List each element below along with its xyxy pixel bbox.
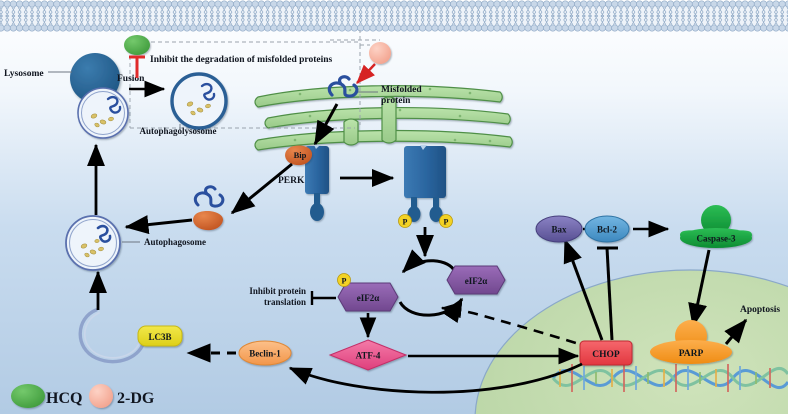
- misfolded-protein-icon: [327, 75, 359, 98]
- 2dg-red-arrow: [356, 63, 376, 84]
- chop-to-bax-arrow: [563, 238, 604, 341]
- legend-hcq-label: HCQ: [46, 390, 82, 407]
- phosphate-label-right: P: [444, 218, 449, 227]
- hcq-inhibit-bar: [129, 55, 145, 78]
- eif2a-phos-label: eIF2α: [357, 293, 380, 303]
- bip-release-arrow: [230, 162, 293, 215]
- phagophore-crescent: [78, 308, 146, 364]
- phosphate-badge-eif2a: P: [337, 273, 351, 287]
- autophagosome-label: Autophagosome: [144, 237, 206, 247]
- perk-dimer: [404, 145, 446, 222]
- phosphate-label-eif2a: P: [342, 277, 347, 286]
- apoptosis-label: Apoptosis: [740, 305, 780, 315]
- eif2a-phosphorylated: eIF2α: [337, 282, 399, 312]
- dna-helix: [551, 364, 788, 392]
- hcq-marker-icon: [11, 384, 45, 408]
- legend-item-hcq: HCQ: [11, 384, 82, 408]
- phosphate-badge-left: P: [398, 214, 412, 228]
- atf4-label: ATF-4: [356, 351, 381, 361]
- chop-node: CHOP: [579, 340, 633, 366]
- autophagolysosome: [170, 72, 228, 130]
- bip-chaperone: Bip: [285, 145, 313, 166]
- lysosome-label: Lysosome: [4, 69, 44, 79]
- 2dg-molecule: [369, 42, 391, 64]
- cargo-to-autophagosome-arrow: [124, 215, 193, 235]
- nucleus: [474, 269, 788, 414]
- lc3b-node: LC3B: [137, 325, 183, 347]
- beclin1-node: Beclin-1: [238, 340, 292, 366]
- parp-node: PARP: [650, 320, 732, 364]
- endoplasmic-reticulum: [254, 85, 513, 151]
- autophagosome: [65, 215, 121, 271]
- inhibit-translation-bar: [310, 291, 336, 305]
- bip-label: Bip: [294, 150, 307, 160]
- inhibit-degradation-label: Inhibit the degradation of misfolded pro…: [150, 55, 332, 65]
- caspase3-label: Caspase-3: [696, 234, 736, 244]
- 2dg-marker-icon: [89, 384, 113, 408]
- inhibit-translation-label-line1: Inhibit protein: [249, 286, 306, 296]
- misfolded-to-bip-arrow: [313, 103, 339, 146]
- fusion-label: Fusion: [117, 74, 145, 84]
- legend-2dg-label: 2-DG: [117, 390, 155, 407]
- eif2a-free-label: eIF2α: [465, 276, 488, 286]
- chop-label: CHOP: [592, 350, 620, 360]
- misfolded-protein-label-line1: Misfolded: [381, 85, 422, 95]
- cargo-misfolded-protein: [193, 185, 225, 231]
- phosphate-label-left: P: [403, 218, 408, 227]
- legend-item-2dg: 2-DG: [89, 384, 155, 408]
- parp-to-apoptosis-arrow: [724, 318, 748, 345]
- chop-to-eif2a-dashed-arrow: [440, 301, 593, 350]
- misfolded-protein-label-line2: protein: [381, 96, 411, 106]
- bax-label: Bax: [551, 225, 567, 235]
- beclin1-label: Beclin-1: [249, 349, 281, 359]
- bcl2-label: Bcl-2: [597, 225, 617, 235]
- parp-label: PARP: [679, 349, 704, 359]
- bcl2-node: Bcl-2: [584, 215, 630, 243]
- autophagolysosome-label: Autophagolysosome: [139, 126, 216, 136]
- bax-node: Bax: [535, 215, 583, 243]
- perk-label: PERK: [278, 176, 305, 186]
- eif2a-free: eIF2α: [446, 265, 506, 295]
- chop-to-bcl2-inhibit: [597, 246, 618, 341]
- chop-to-beclin1-arrow: [288, 362, 583, 394]
- lc3b-label: LC3B: [148, 332, 171, 342]
- phosphate-badge-right: P: [439, 214, 453, 228]
- legend: HCQ 2-DG: [11, 384, 155, 408]
- hcq-molecule: [124, 35, 150, 55]
- inhibit-translation-label-line2: translation: [264, 297, 306, 307]
- plasma-membrane: [0, 0, 788, 32]
- autophagosome-prefusion: [77, 87, 129, 139]
- atf4-node: ATF-4: [328, 339, 408, 371]
- caspase3-to-parp-arrow: [688, 249, 711, 328]
- caspase3-node: Caspase-3: [680, 205, 752, 248]
